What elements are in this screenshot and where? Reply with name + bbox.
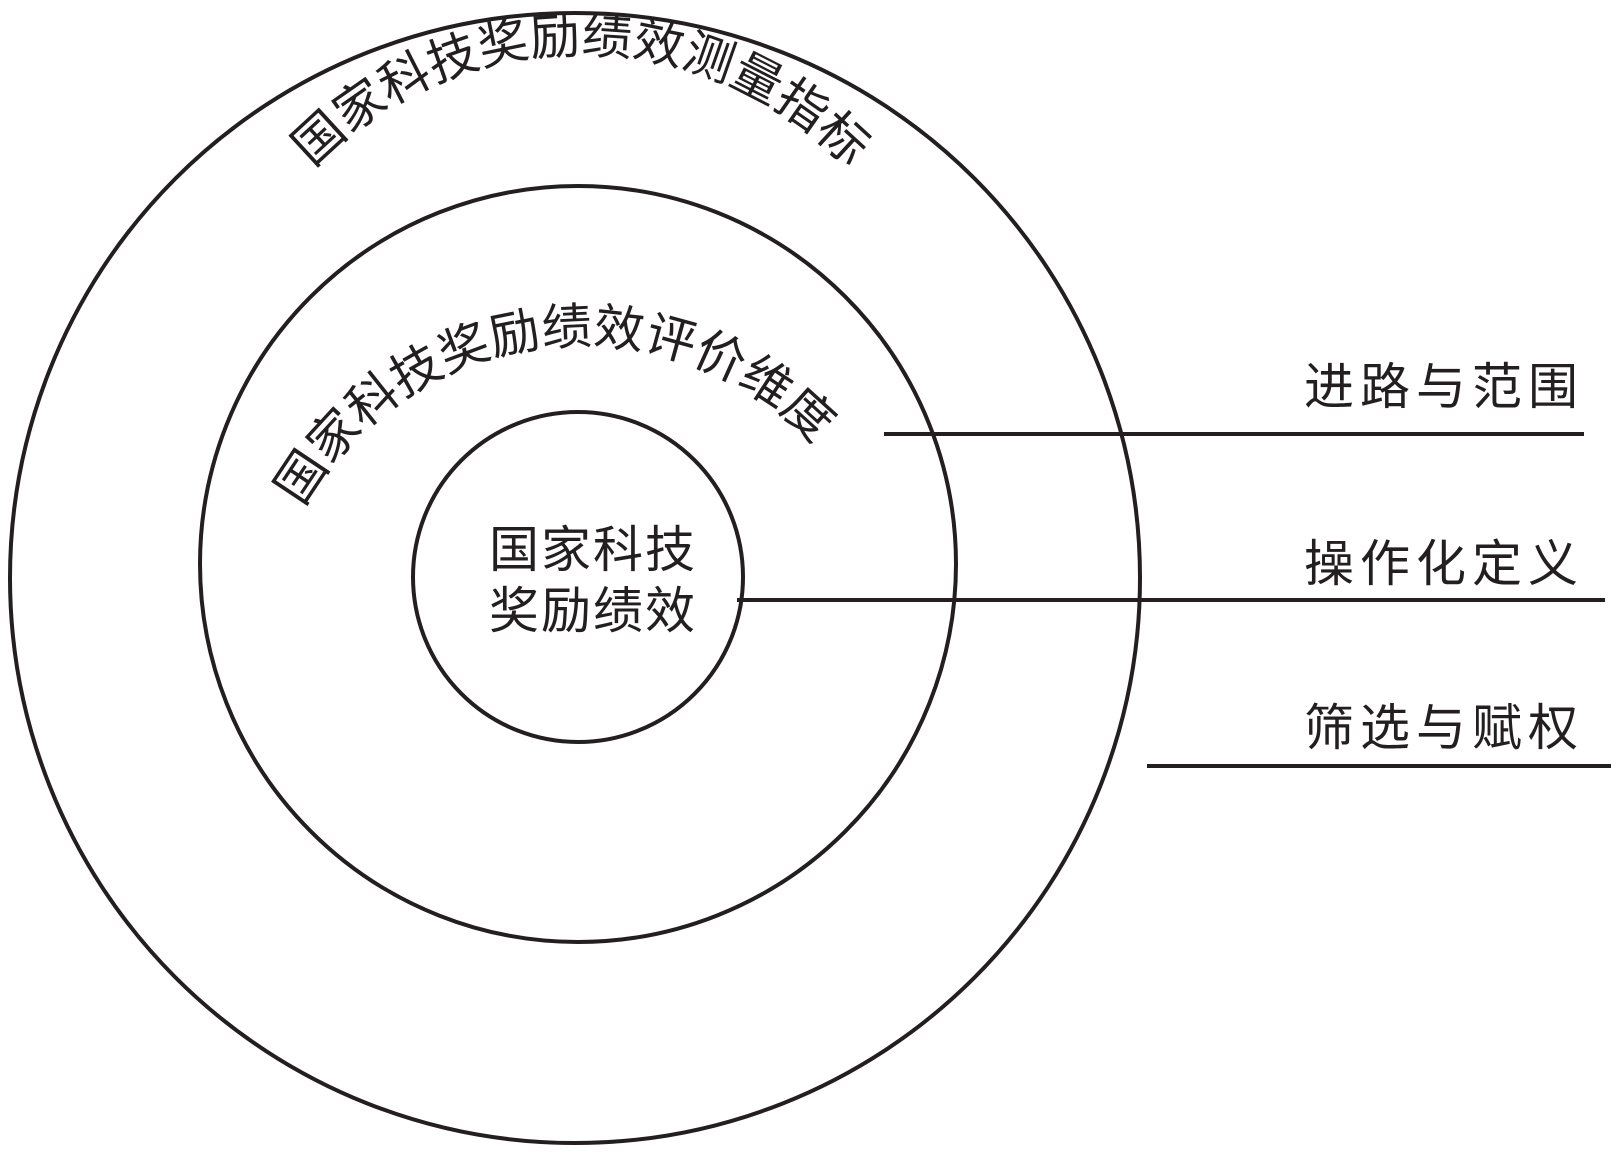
core-label-line2: 奖励绩效: [489, 582, 697, 640]
middle-ring-label-path: 国家科技奖励绩效评价维度: [263, 297, 846, 514]
outer-ring-label-path: 国家科技奖励绩效测量指标: [281, 7, 881, 177]
side-label-bottom: 筛选与赋权: [1304, 699, 1584, 757]
inner-ring: [411, 410, 745, 744]
outer-ring: [8, 11, 1142, 1145]
core-label-line1: 国家科技: [489, 521, 697, 579]
side-label-middle: 操作化定义: [1304, 535, 1584, 593]
middle-ring-label: 国家科技奖励绩效评价维度: [263, 297, 846, 514]
outer-ring-label: 国家科技奖励绩效测量指标: [281, 7, 881, 177]
side-label-top: 进路与范围: [1304, 358, 1584, 416]
middle-ring: [198, 184, 958, 944]
